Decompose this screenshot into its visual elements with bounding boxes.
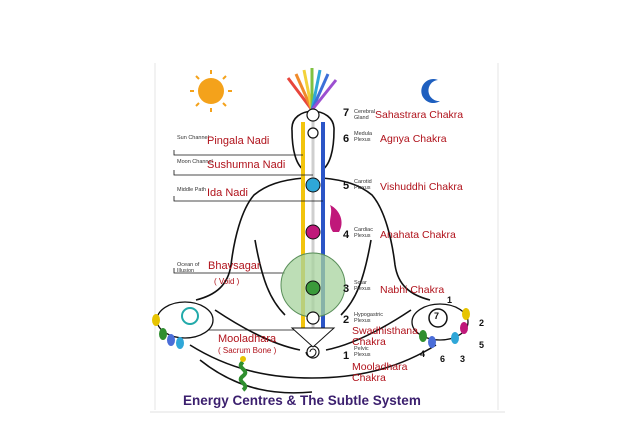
body-silhouette: [189, 110, 437, 394]
kundalini-coil-icon: [238, 360, 248, 392]
finger-tips: [152, 308, 470, 349]
mooladhara-bone-label: Mooladhara: [218, 333, 277, 345]
bhavsagar-small: Ocean of Illusion: [177, 262, 200, 274]
sushumna-label: Sushumna Nadi: [207, 159, 286, 171]
diagram-caption: Energy Centres & The Subtle System: [183, 393, 421, 408]
crown-rays-icon: [286, 68, 338, 111]
sun-icon: [190, 70, 232, 112]
flame-icon: [330, 205, 342, 232]
pingala-small: Sun Channel: [177, 135, 209, 141]
void-label: ( Void ): [214, 277, 240, 286]
sacrum-bone-label: ( Sacrum Bone ): [218, 346, 277, 355]
sushumna-small: Moon Channel: [177, 159, 213, 165]
ida-label: Ida Nadi: [207, 187, 248, 199]
chakra-nodes: [305, 108, 321, 359]
sacrum-spiral-icon: [305, 348, 317, 358]
nadi-leader-lines: [173, 150, 323, 331]
ida-small: Middle Path: [177, 187, 207, 193]
bhavsagar-label: Bhavsagar: [208, 260, 261, 272]
pingala-label: Pingala Nadi: [207, 135, 270, 147]
moon-icon: [421, 79, 440, 104]
mooladhara-triangle: [290, 327, 336, 348]
